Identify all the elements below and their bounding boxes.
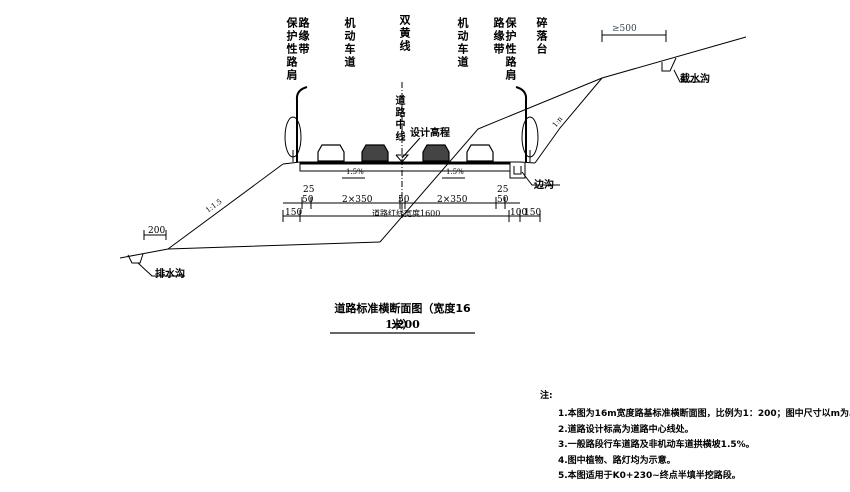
label-crossfall-left: 1.5% xyxy=(346,168,364,176)
dim-lanes-left: 2×350 xyxy=(342,195,373,205)
dim-ditch-width: 100 xyxy=(510,208,528,218)
car-icon xyxy=(317,144,494,162)
note-item: 3.一般路段行车道路及非机动车道拱横坡1.5%。 xyxy=(558,440,755,450)
label-shoulder-right: 保护性路肩 xyxy=(504,17,517,82)
dim-curb-right-top: 25 xyxy=(497,185,509,195)
dim-total-width: 道路红线宽度1600 xyxy=(372,209,441,218)
label-shoulder-left: 保护性路肩 xyxy=(285,17,298,82)
ground-line-left xyxy=(119,241,381,259)
label-debris-platform: 碎落台 xyxy=(535,17,548,56)
dim-drain-offset: 200 xyxy=(148,226,166,236)
cut-slope xyxy=(534,77,603,164)
dim-shoulder-left: 150 xyxy=(285,208,303,218)
street-lamp-icon-right xyxy=(515,86,528,162)
label-intercept-ditch: 截水沟 xyxy=(680,74,710,85)
note-item: 4.图中植物、路灯均为示意。 xyxy=(558,455,676,466)
label-design-elevation: 设计高程 xyxy=(410,128,450,139)
dim-curb-left-top: 25 xyxy=(303,185,315,195)
label-curb-strip-left: 路缘带 xyxy=(297,17,310,56)
dim-curb-right: 50 xyxy=(497,195,509,205)
label-curb-strip-right: 路缘带 xyxy=(492,17,505,56)
dim-berm-min: ≥500 xyxy=(612,24,637,34)
label-centerline: 道路中线 xyxy=(393,95,404,143)
note-item: 1.本图为16m宽度路基标准横断面图，比例为1：200；图中尺寸以m为单位。 xyxy=(558,409,850,419)
label-side-ditch: 边沟 xyxy=(534,180,554,191)
drain-ditch xyxy=(127,253,144,264)
drawing-title: 道路标准横断面图（宽度16米） xyxy=(330,300,475,334)
label-motor-lane-left: 机动车道 xyxy=(343,17,356,69)
label-crossfall-right: 1.5% xyxy=(446,168,464,176)
dim-curb-left: 50 xyxy=(302,195,314,205)
dim-median: 50 xyxy=(398,195,410,205)
tree-icon-right xyxy=(521,116,539,162)
notes-heading: 注: xyxy=(540,391,553,401)
note-item: 2.道路设计标高为道路中心线处。 xyxy=(558,424,694,435)
intercept-ditch xyxy=(661,57,677,72)
dim-lanes-right: 2×350 xyxy=(437,195,468,205)
drawing-scale: 1:200 xyxy=(385,318,420,331)
original-ground xyxy=(379,36,747,243)
dim-platform-width: 150 xyxy=(524,208,542,218)
tree-icon-left xyxy=(284,116,302,162)
label-double-yellow: 双黄线 xyxy=(398,14,411,53)
label-drain-ditch: 排水沟 xyxy=(155,269,185,280)
label-motor-lane-right: 机动车道 xyxy=(456,17,469,69)
fill-slope xyxy=(167,163,284,250)
note-item: 5.本图适用于K0+230~终点半填半挖路段。 xyxy=(558,471,741,481)
side-ditch xyxy=(509,163,526,179)
street-lamp-icon-left xyxy=(295,86,308,162)
notes: 注: 1.本图为16m宽度路基标准横断面图，比例为1：200；图中尺寸以m为单位… xyxy=(540,388,850,485)
